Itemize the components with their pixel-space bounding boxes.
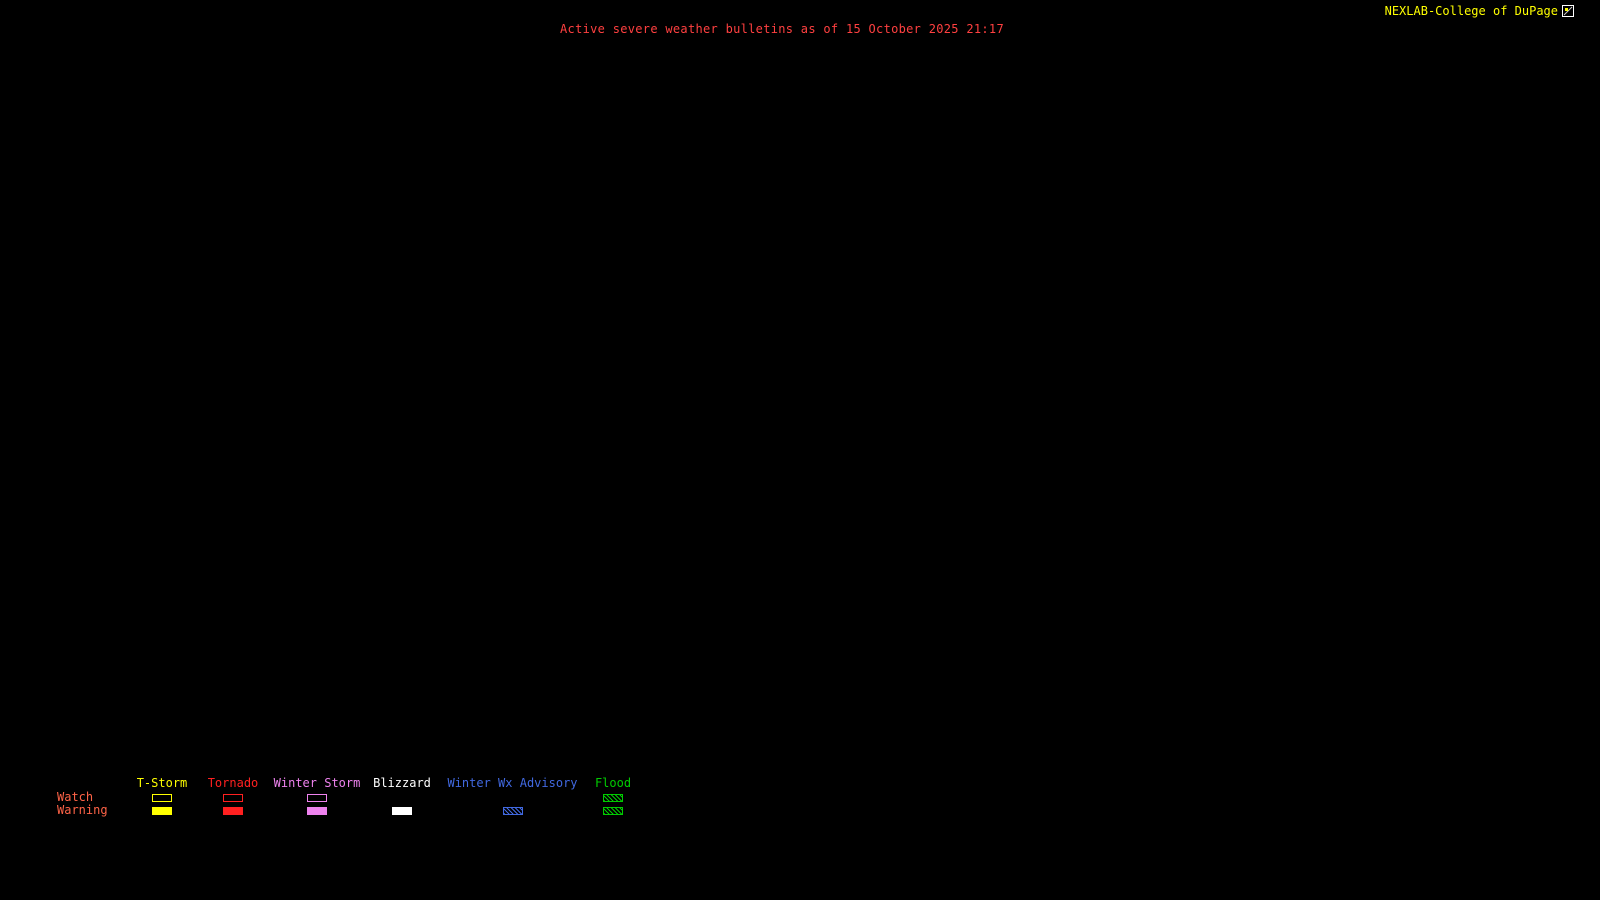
legend-warning-swatch-winter-storm <box>307 806 327 815</box>
site-credit: NEXLAB-College of DuPage <box>1385 4 1574 18</box>
legend-column-winter-wx-advisory: Winter Wx Advisory <box>437 777 588 817</box>
legend-warning-cell-blizzard <box>392 804 412 817</box>
site-logo-icon <box>1562 5 1574 17</box>
legend-watch-cell-winter-wx-advisory <box>503 791 523 804</box>
legend-warning-swatch-tstorm <box>152 806 172 815</box>
legend-warning-swatch-flood <box>603 806 623 815</box>
legend-column-label-tstorm: T-Storm <box>136 776 188 790</box>
legend-columns: T-Storm Tornado Winter Storm Blizzard Winter… <box>125 777 638 817</box>
legend-watch-cell-flood <box>603 791 623 804</box>
legend-row-labels: Watch Warning <box>57 777 125 817</box>
legend-warning-cell-winter-storm <box>307 804 327 817</box>
legend-warning-cell-winter-wx-advisory <box>502 804 523 817</box>
legend-column-winter-storm: Winter Storm <box>267 777 367 817</box>
legend: Watch Warning T-Storm Tornado Winter Storm… <box>57 777 638 817</box>
legend-column-blizzard: Blizzard <box>367 777 437 817</box>
legend-watch-cell-tornado <box>223 791 243 804</box>
legend-warning-cell-tstorm <box>152 804 172 817</box>
bulletin-title: Active severe weather bulletins as of 15… <box>560 22 1004 36</box>
legend-column-label-blizzard: Blizzard <box>373 776 431 790</box>
legend-warning-label: Warning <box>57 803 108 817</box>
legend-watch-swatch-flood <box>603 793 623 802</box>
legend-column-tornado: Tornado <box>199 777 267 817</box>
legend-column-label-tornado: Tornado <box>207 776 259 790</box>
legend-warning-cell-flood <box>603 804 623 817</box>
legend-column-label-winter-storm: Winter Storm <box>273 776 361 790</box>
legend-watch-swatch-tornado <box>223 793 243 802</box>
legend-watch-label: Watch <box>57 790 94 804</box>
legend-column-flood: Flood <box>588 777 638 817</box>
legend-watch-swatch-winter-storm <box>307 793 327 802</box>
legend-watch-swatch-tstorm <box>152 793 172 802</box>
legend-warning-swatch-winter-wx-advisory <box>502 806 523 815</box>
legend-column-tstorm: T-Storm <box>125 777 199 817</box>
legend-warning-swatch-tornado <box>223 806 243 815</box>
legend-column-label-winter-wx-advisory: Winter Wx Advisory <box>447 776 578 790</box>
legend-warning-swatch-blizzard <box>392 806 412 815</box>
legend-watch-cell-tstorm <box>152 791 172 804</box>
legend-warning-cell-tornado <box>223 804 243 817</box>
legend-watch-cell-winter-storm <box>307 791 327 804</box>
legend-header-spacer <box>57 777 125 791</box>
legend-column-label-flood: Flood <box>594 776 632 790</box>
site-credit-text: NEXLAB-College of DuPage <box>1384 4 1558 18</box>
legend-watch-cell-blizzard <box>392 791 412 804</box>
